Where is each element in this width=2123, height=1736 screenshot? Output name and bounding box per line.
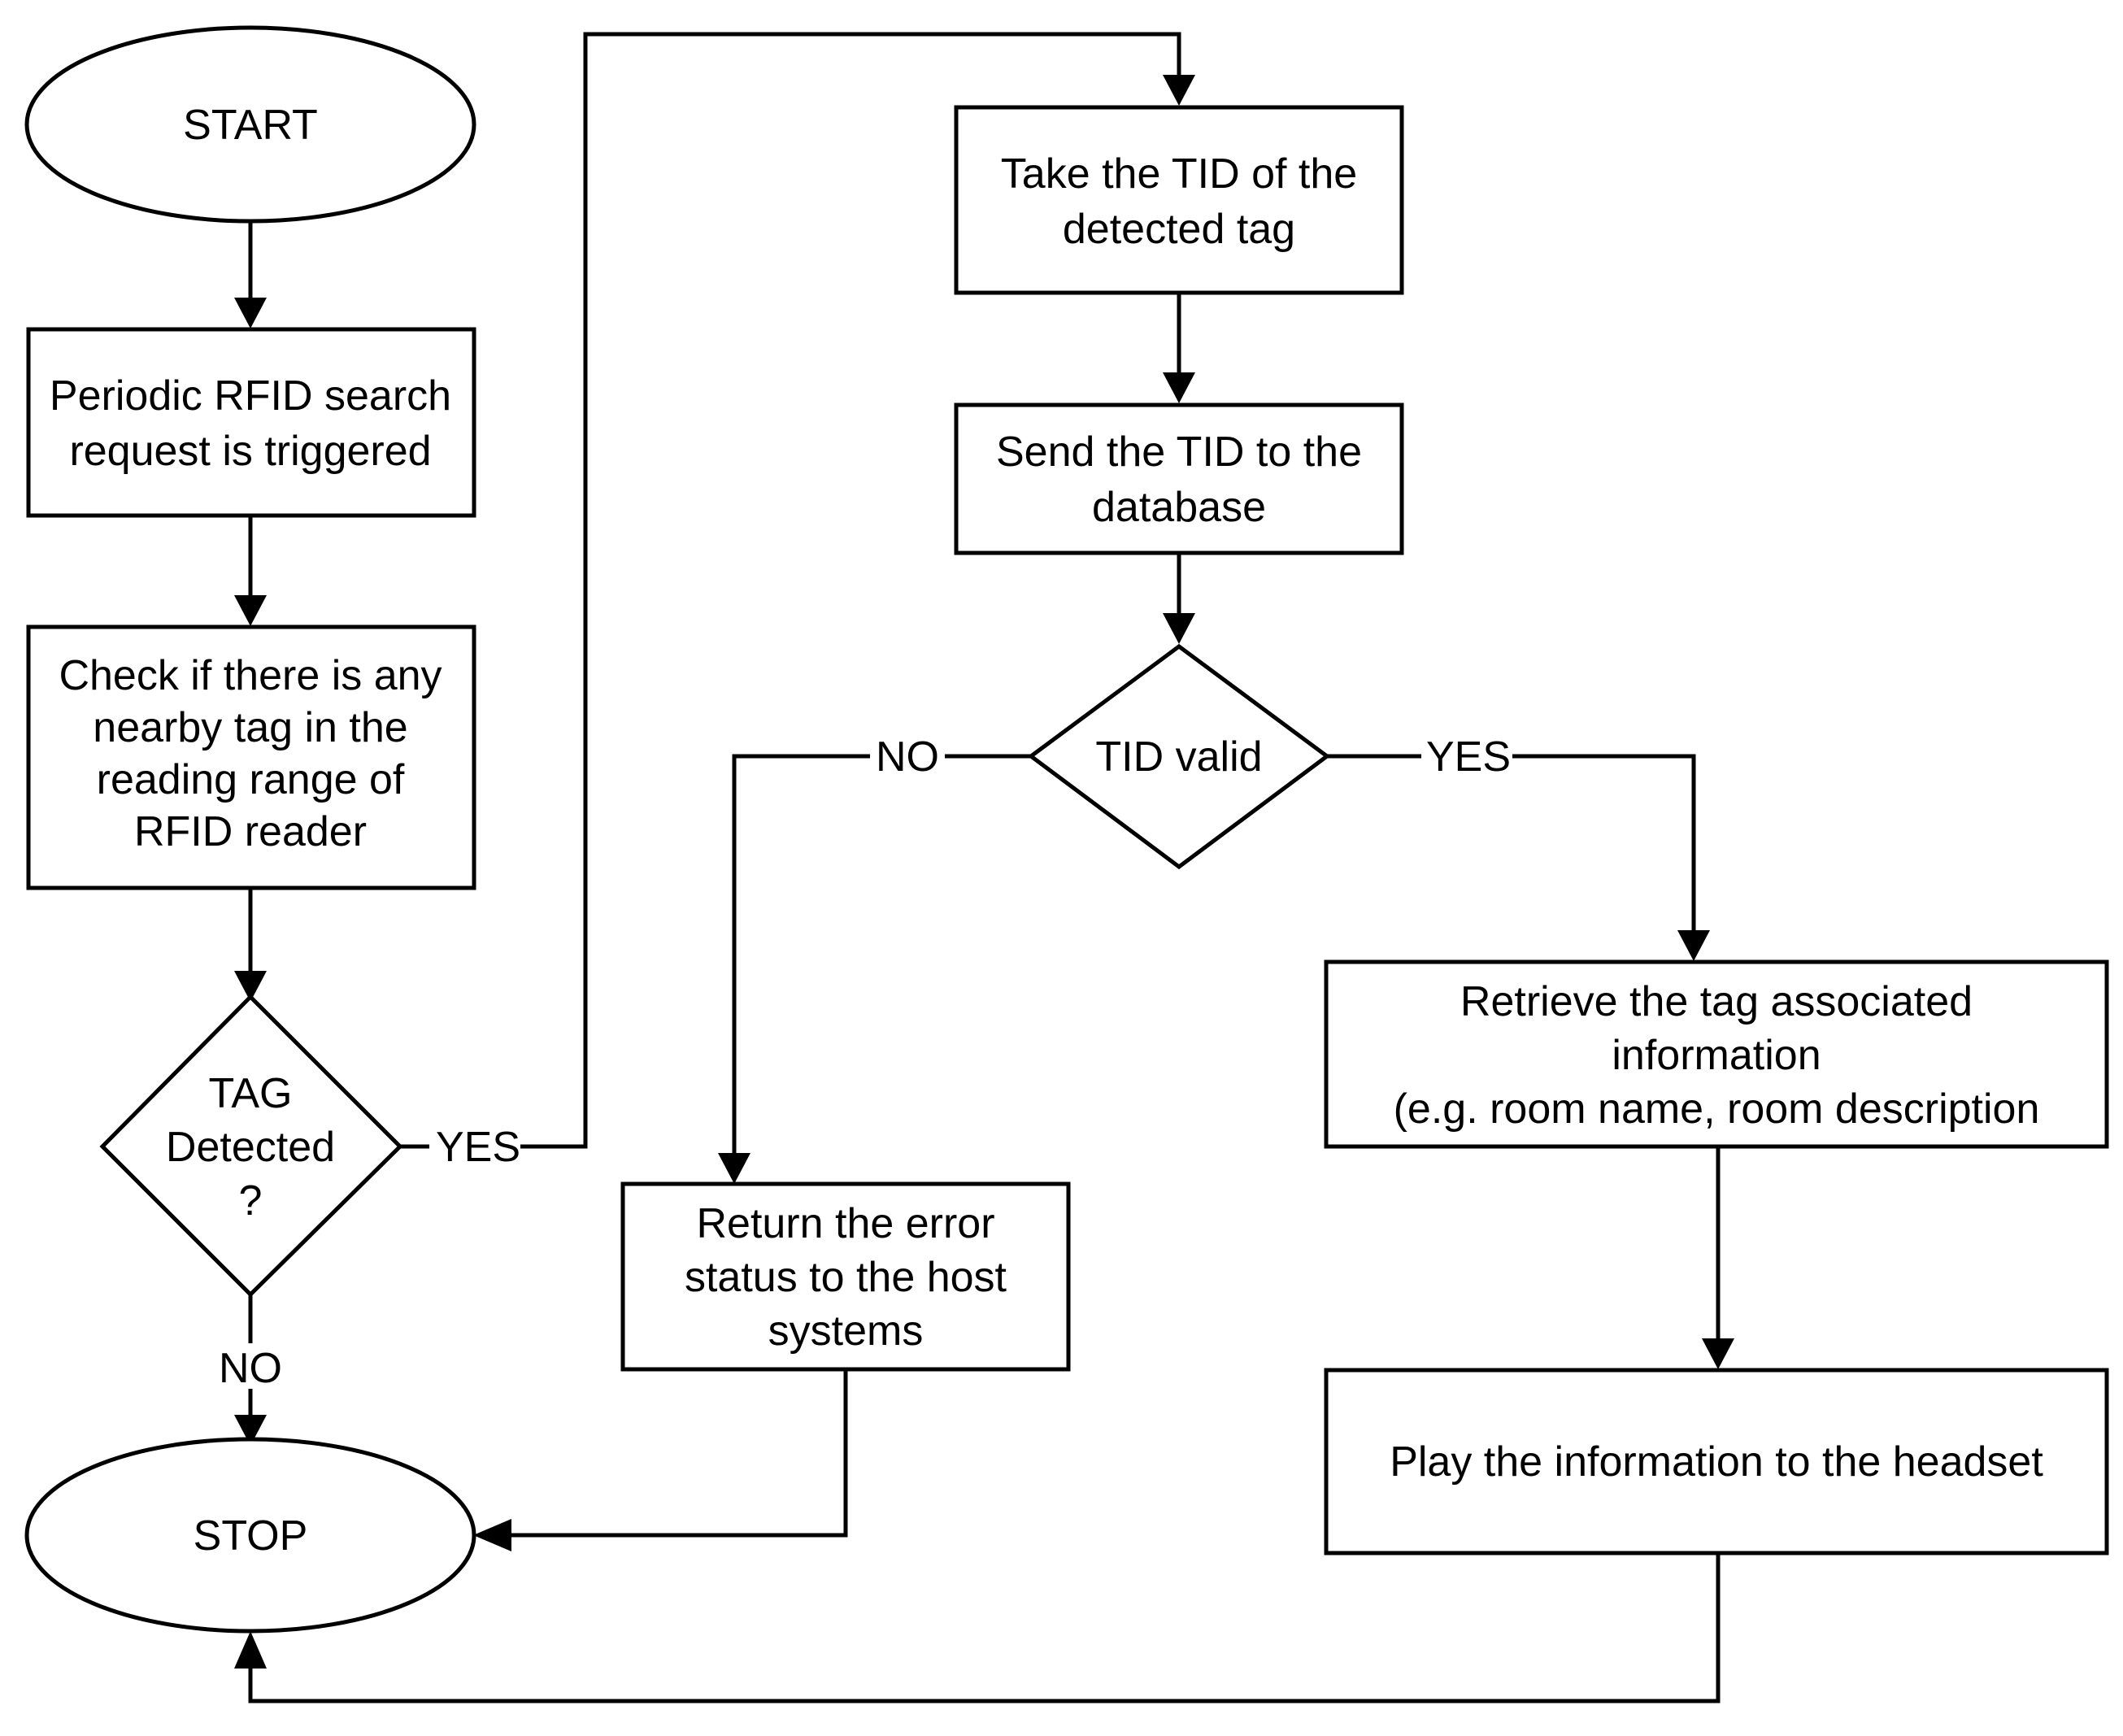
arrowhead [234, 1631, 267, 1669]
arrowhead [1702, 1338, 1734, 1369]
retrieve-info-label: Retrieve the tag associated information (e… [1394, 978, 2040, 1133]
return-error-label: Return the error status to the host system… [685, 1200, 1007, 1355]
label-line: Check if there is any [59, 652, 442, 699]
arrowhead [473, 1519, 511, 1551]
start-terminal [24, 25, 476, 224]
connector-tag-yes-to-take-tid [400, 32, 1181, 1149]
edge-label-tid-yes: YES [1426, 733, 1511, 781]
stop-label: STOP [194, 1512, 308, 1560]
label-line: status to the host [685, 1254, 1007, 1301]
label-line: RFID reader [134, 808, 367, 855]
tid-valid-decision [1027, 643, 1331, 870]
play-info-box [1324, 1368, 2109, 1555]
arrowhead [234, 971, 267, 1002]
connector-tid-yes-to-retrieve [1327, 754, 1696, 950]
return-error-box [620, 1181, 1071, 1372]
label-line: Take the TID of the [1001, 150, 1357, 198]
send-tid-box [954, 402, 1404, 555]
tag-detected-label: TAG Detected? [166, 1070, 335, 1225]
label-line: Retrieve the tag associated [1460, 978, 1973, 1025]
periodic-search-box [26, 327, 476, 518]
check-tag-label: Check if there is any nearby tag in the re… [59, 652, 442, 855]
check-tag-box [26, 624, 476, 890]
label-line: Detected [166, 1124, 335, 1171]
arrowhead [1163, 75, 1195, 106]
edge-label-tag-yes: YES [436, 1124, 520, 1171]
label-line: STOP [194, 1512, 308, 1560]
label-line: Play the information to the headset [1390, 1438, 2043, 1486]
arrowhead [718, 1153, 750, 1184]
arrowhead [234, 298, 267, 328]
take-tid-label: Take the TID of the detected tag [1001, 150, 1357, 253]
connector-return-error-to-stop [492, 1369, 848, 1538]
label-line: database [1092, 484, 1266, 531]
take-tid-box [954, 105, 1404, 295]
label-line: Send the TID to the [996, 429, 1362, 476]
connector-play-to-stop [248, 1553, 1721, 1703]
arrowhead [1163, 372, 1195, 403]
node-labels: START Periodic RFID search request is tri… [50, 102, 2043, 1560]
arrowhead [1677, 930, 1710, 961]
label-line: reading range of [97, 756, 405, 803]
start-label: START [183, 102, 318, 149]
label-line: ? [239, 1177, 263, 1225]
play-info-label: Play the information to the headset [1390, 1438, 2043, 1486]
retrieve-info-box [1324, 959, 2109, 1149]
tag-detected-decision [99, 994, 403, 1298]
send-tid-label: Send the TID to the database [996, 429, 1362, 531]
label-line: Periodic RFID search [50, 372, 451, 420]
arrowhead [234, 1415, 267, 1446]
label-line: detected tag [1063, 206, 1295, 253]
arrowhead [1163, 613, 1195, 644]
arrowhead [234, 595, 267, 626]
label-line: information [1612, 1032, 1821, 1079]
shapes [24, 25, 2109, 1634]
stop-terminal [24, 1437, 476, 1634]
label-line: nearby tag in the [93, 704, 407, 751]
label-line: (e.g. room name, room description [1394, 1086, 2040, 1133]
edge-label-tid-no: NO [876, 733, 939, 781]
edge-label-tag-no: NO [219, 1345, 282, 1392]
label-line: Return the error [696, 1200, 994, 1247]
label-line: START [183, 102, 318, 149]
label-line: request is triggered [69, 428, 431, 475]
label-line: systems [768, 1307, 924, 1355]
connector-tid-no-to-return-error [732, 754, 1031, 1173]
tid-valid-label: TID valid [1095, 733, 1262, 781]
connectors [234, 32, 1734, 1703]
label-line: TAG [208, 1070, 292, 1117]
edge-labels: YES NO NO YES [211, 733, 1512, 1392]
label-line: TID valid [1095, 733, 1262, 781]
periodic-search-label: Periodic RFID search request is triggered [50, 372, 451, 475]
